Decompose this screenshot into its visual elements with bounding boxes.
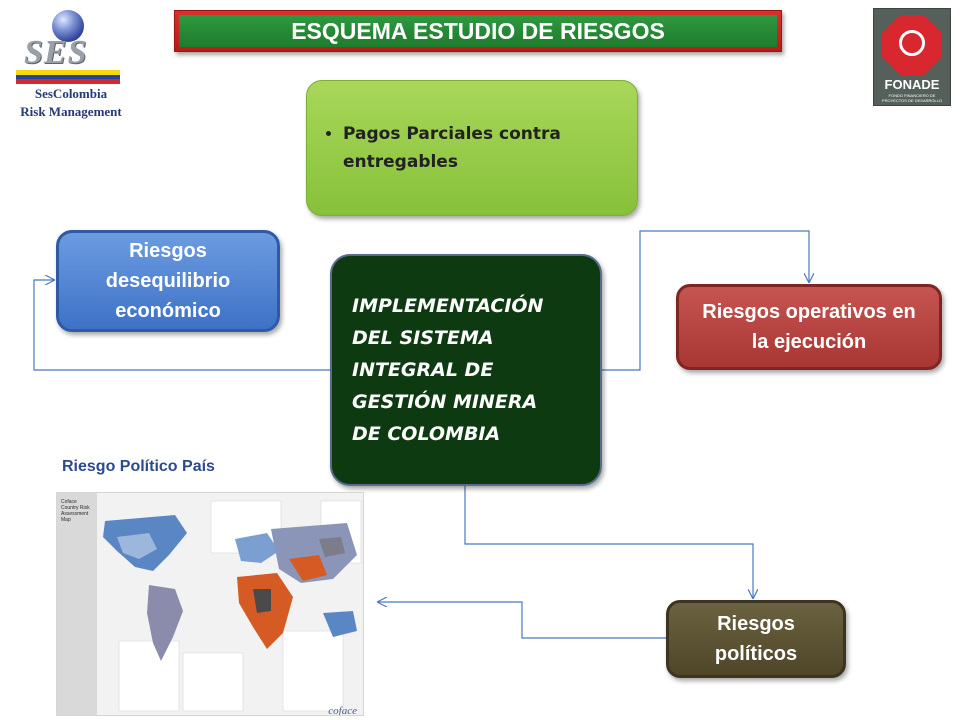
- political-risk-label: Riesgos políticos: [714, 613, 798, 665]
- logo-company-name: SesColombia: [34, 86, 108, 101]
- country-risk-world-map: Coface Country Risk Assessment Map cofac…: [56, 492, 364, 716]
- operational-risk-label: Riesgos operativos en la ejecución: [702, 301, 916, 353]
- map-brand: coface: [328, 705, 357, 716]
- logo-wordmark: SES: [24, 34, 88, 71]
- payment-terms-list: Pagos Parciales contra entregables: [307, 120, 583, 176]
- globe-icon: [52, 10, 84, 42]
- political-risk-box: Riesgos políticos: [666, 600, 846, 678]
- fonade-logo: FONADE FONDO FINANCIERO DE PROYECTOS DE …: [873, 8, 951, 106]
- map-panel-title: Coface Country Risk Assessment Map: [61, 499, 90, 523]
- slide-title-banner: ESQUEMA ESTUDIO DE RIESGOS: [174, 10, 782, 52]
- world-map-graphic: [103, 500, 362, 712]
- implementation-label: IMPLEMENTACIÓN DEL SISTEMA INTEGRAL DE G…: [352, 295, 544, 445]
- payment-terms-box: Pagos Parciales contra entregables: [306, 80, 638, 216]
- connector-center-to-economic: [33, 280, 330, 371]
- fonade-name: FONADE: [884, 77, 940, 92]
- fonade-emblem-ring: [899, 30, 925, 56]
- connector-center-to-political: [464, 486, 753, 598]
- economic-risk-label: Riesgos desequilibrio económico: [105, 240, 231, 322]
- colombia-flag-icon: [16, 70, 120, 84]
- sescolombia-logo: SES SesColombia Risk Management: [4, 4, 134, 122]
- fonade-emblem-icon: [882, 15, 942, 75]
- connector-political-to-map: [378, 602, 666, 639]
- slide-title-inner: ESQUEMA ESTUDIO DE RIESGOS: [179, 15, 777, 47]
- fonade-subtitle: FONDO FINANCIERO DE PROYECTOS DE DESARRO…: [881, 93, 943, 103]
- implementation-center-box: IMPLEMENTACIÓN DEL SISTEMA INTEGRAL DE G…: [330, 254, 602, 486]
- operational-risk-box: Riesgos operativos en la ejecución: [676, 284, 942, 370]
- country-risk-map-label: Riesgo Político País: [62, 458, 215, 475]
- map-legend-panel: Coface Country Risk Assessment Map: [57, 493, 97, 715]
- economic-risk-box: Riesgos desequilibrio económico: [56, 230, 280, 332]
- connector-center-to-operational: [602, 230, 809, 371]
- slide-title: ESQUEMA ESTUDIO DE RIESGOS: [291, 18, 665, 44]
- payment-terms-item: Pagos Parciales contra entregables: [343, 120, 583, 176]
- logo-tagline: Risk Management: [20, 104, 122, 119]
